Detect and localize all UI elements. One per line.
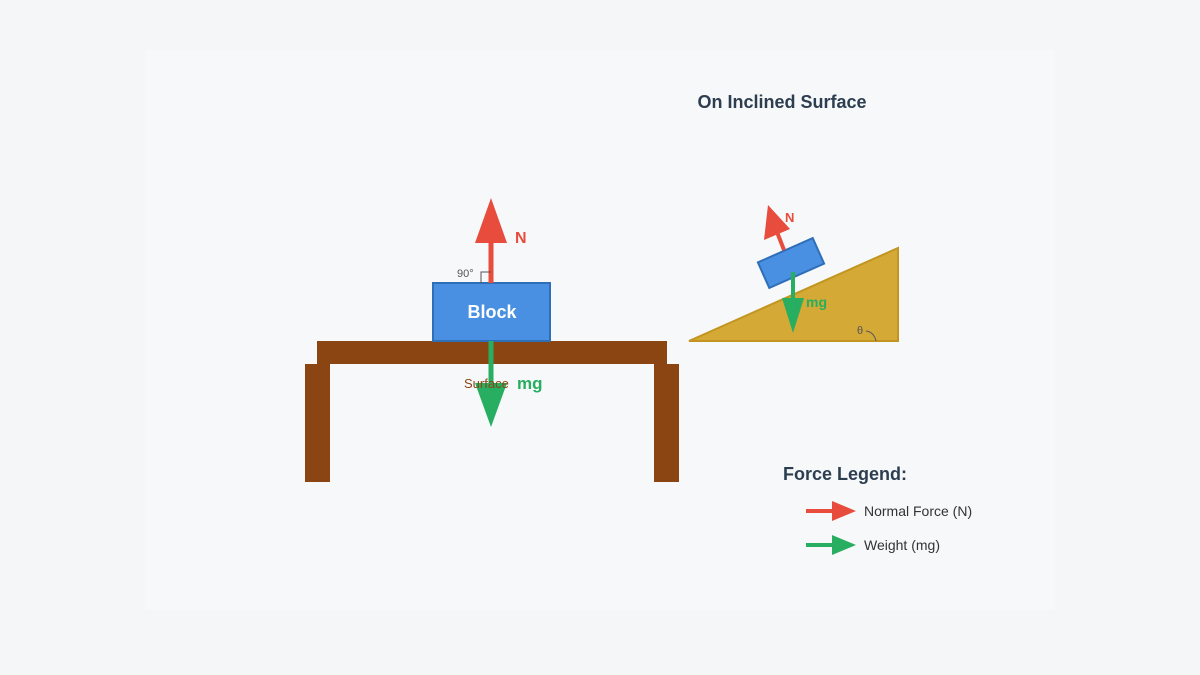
incline-weight-arrow-head: [782, 298, 804, 333]
surface-label: Surface: [464, 376, 509, 391]
legend-weight-label: Weight (mg): [864, 537, 940, 553]
legend-normal-arrow-head: [832, 501, 856, 521]
table-leg-left: [305, 364, 330, 482]
normal-force-label: N: [515, 230, 527, 247]
weight-arrow-head: [475, 383, 507, 427]
right-angle-marker: [480, 271, 491, 283]
weight-label: mg: [517, 374, 543, 393]
incline-title: On Inclined Surface: [697, 92, 866, 112]
block-label: Block: [467, 302, 517, 322]
incline-block: [756, 236, 826, 290]
diagram-panel: [145, 50, 1055, 610]
incline-angle-label: θ: [857, 325, 863, 337]
table-leg-right: [654, 364, 679, 482]
angle-label: 90°: [457, 268, 474, 280]
legend-normal-label: Normal Force (N): [864, 503, 972, 519]
normal-force-arrow-head: [475, 198, 507, 243]
incline-weight-label: mg: [806, 294, 827, 310]
legend-weight-arrow-head: [832, 535, 856, 555]
legend-title: Force Legend:: [783, 464, 907, 484]
incline-angle-arc: [865, 330, 877, 342]
incline-normal-label: N: [785, 210, 794, 225]
incline-normal-arrow-shaft: [775, 231, 786, 251]
incline-normal-arrow-head: [764, 205, 790, 240]
block: [432, 282, 551, 342]
